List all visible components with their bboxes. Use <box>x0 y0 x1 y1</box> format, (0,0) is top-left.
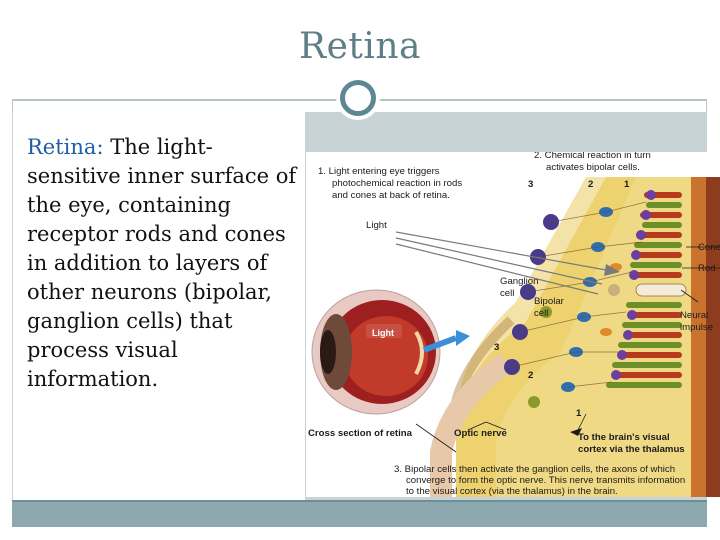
divider-circle-ornament <box>340 80 376 116</box>
text-box <box>13 112 305 502</box>
light-arrowhead-icon <box>604 264 620 276</box>
ganglion-label-line2: cell <box>500 288 514 299</box>
step3-line2: converge to form the optic nerve. This n… <box>406 475 685 486</box>
cross-section-label: Cross section of retina <box>308 428 413 439</box>
neuron-connections <box>511 201 647 388</box>
step1-line2: photochemical reaction in rods <box>332 178 462 189</box>
footer-bar <box>12 502 707 527</box>
brain-label-line2: cortex via the thalamus <box>578 444 685 455</box>
cone-label: Cone <box>698 242 720 253</box>
ganglion-label-line1: Ganglion <box>500 276 538 287</box>
number-3-top: 3 <box>528 179 533 190</box>
brain-arrowhead-icon <box>570 428 582 436</box>
number-2-mid: 2 <box>528 370 533 381</box>
number-2-top: 2 <box>588 179 593 190</box>
bipolar-label-line2: cell <box>534 308 548 319</box>
number-1-bottom: 1 <box>576 408 582 419</box>
step1-line1: 1. Light entering eye triggers <box>318 166 440 177</box>
step3-line3: to the visual cortex (via the thalamus) … <box>406 486 618 497</box>
step1-line3: and cones at back of retina. <box>332 190 450 201</box>
slide-title: Retina <box>298 26 422 67</box>
retina-diagram: Light <box>306 152 720 497</box>
neural-impulse-line1: Neural <box>680 310 708 321</box>
retina-diagram-svg: Light <box>308 152 720 497</box>
definition-body: The light-sensitive inner surface of the… <box>27 135 297 391</box>
rod-label: Rod <box>698 263 716 274</box>
step3-line1: 3. Bipolar cells then activate the gangl… <box>394 464 675 475</box>
label-leader-lines <box>415 246 720 453</box>
ganglion-cell-layer <box>504 214 559 408</box>
definition-text: Retina: The light-sensitive inner surfac… <box>27 133 297 394</box>
step2-line1: 2. Chemical reaction in turn <box>534 152 651 161</box>
optic-nerve-label: Optic nerve <box>454 428 507 439</box>
zoom-arrow-icon <box>422 335 458 353</box>
light-label: Light <box>366 220 387 231</box>
light-rays <box>395 231 607 295</box>
number-3-mid: 3 <box>494 342 499 353</box>
brain-label-line1: To the brain's visual <box>578 432 670 443</box>
bipolar-label-line1: Bipolar <box>534 296 565 307</box>
definition-term: Retina: <box>27 135 104 159</box>
step2-line2: activates bipolar cells. <box>546 162 640 173</box>
neural-impulse-line2: impulse <box>680 322 713 333</box>
zoom-arrowhead-icon <box>456 330 470 346</box>
photoreceptor-layer <box>606 190 687 388</box>
light-label-eye: Light <box>372 328 394 338</box>
footer-bar-edge <box>12 500 707 502</box>
number-1-top: 1 <box>624 179 630 190</box>
eyeball-illustration <box>311 289 441 415</box>
